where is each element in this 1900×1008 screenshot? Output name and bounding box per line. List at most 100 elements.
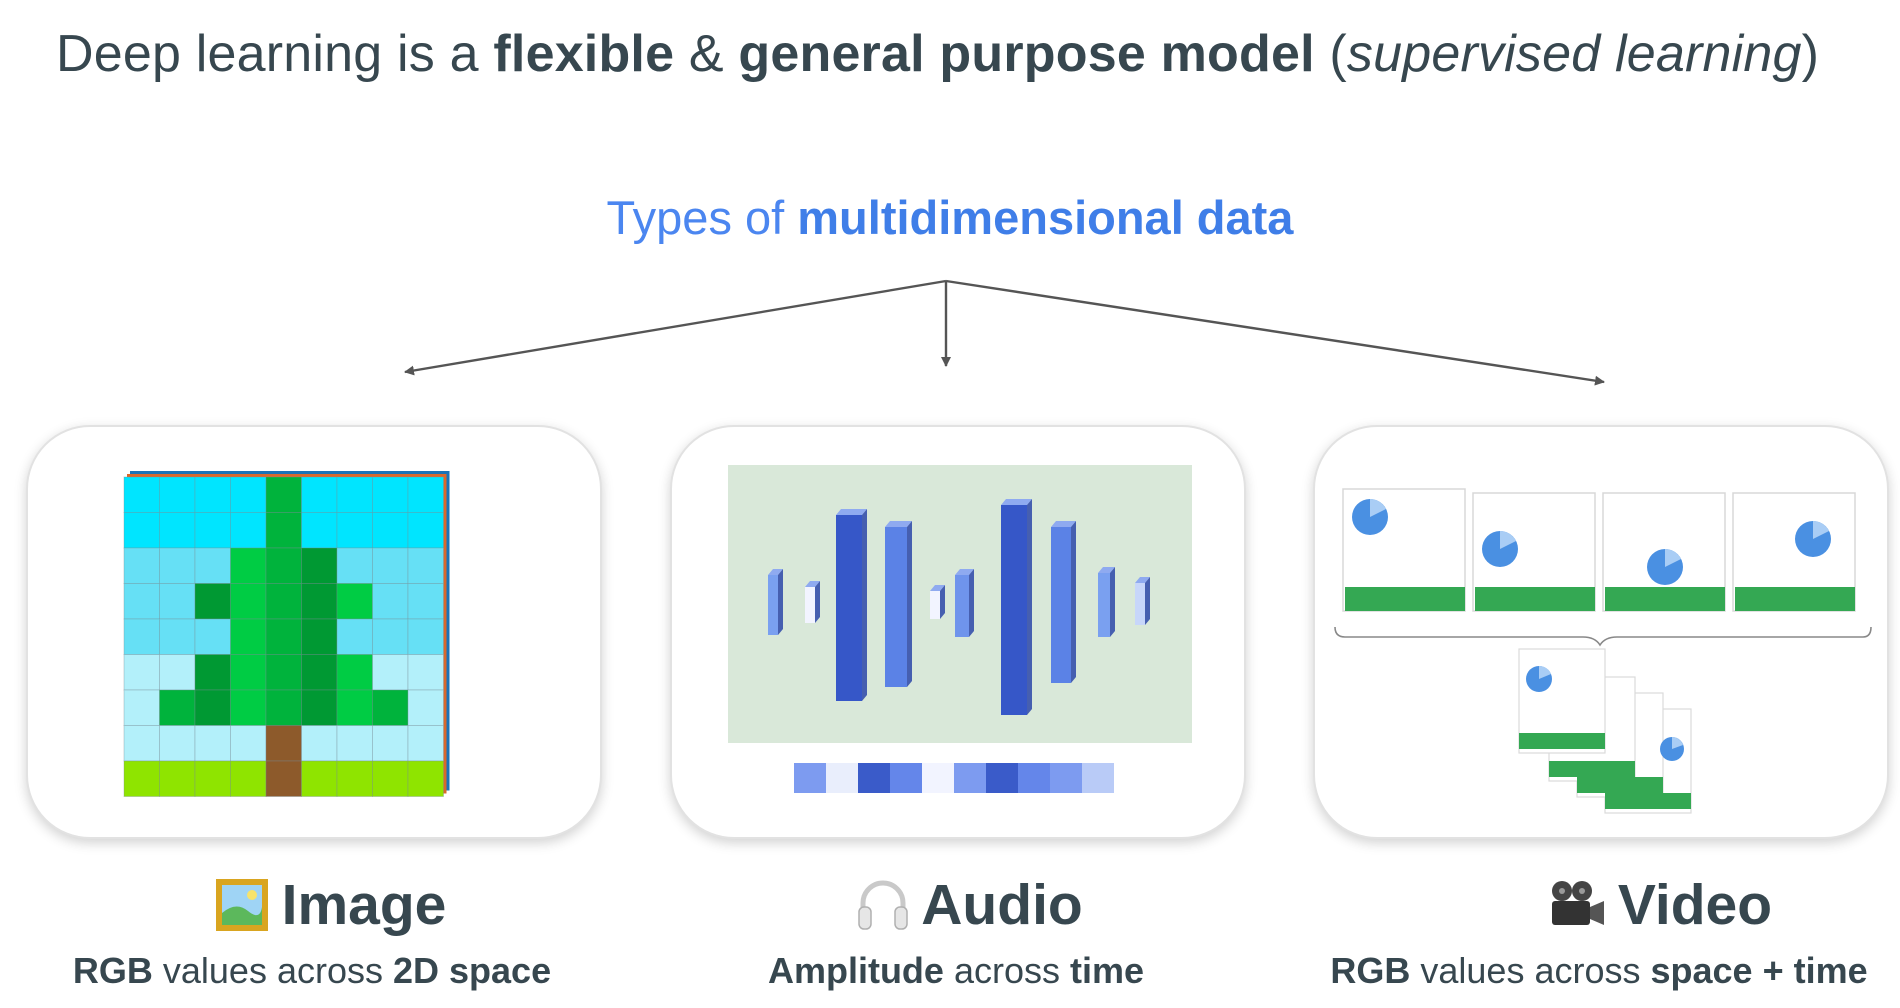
image-pixel	[230, 689, 267, 726]
image-pixel	[194, 547, 231, 584]
image-pixel	[372, 512, 409, 549]
movie-camera-icon	[1548, 877, 1606, 933]
title-text-3: (	[1314, 25, 1347, 83]
image-pixel	[301, 547, 338, 584]
video-label-text: Video	[1617, 873, 1773, 937]
image-pixel	[159, 654, 196, 691]
image-pixel	[336, 725, 373, 762]
audio-bar-top	[1051, 521, 1076, 527]
audio-strip-cell	[922, 763, 954, 793]
image-desc-text: values across	[152, 950, 393, 991]
video-card	[1313, 425, 1889, 839]
image-pixel	[123, 689, 160, 726]
image-pixel	[407, 689, 444, 726]
image-pixel	[336, 618, 373, 655]
audio-bar	[836, 515, 862, 701]
audio-card	[670, 425, 1246, 839]
video-ball-slice	[1500, 531, 1516, 549]
audio-bar-side	[778, 569, 783, 635]
image-pixel	[123, 512, 160, 549]
image-pixel	[265, 583, 302, 620]
image-pixel	[194, 689, 231, 726]
audio-bar-top	[955, 569, 974, 575]
video-description: RGB values across space + time	[1313, 946, 1885, 996]
audio-strip-cell	[954, 763, 986, 793]
image-pixel	[230, 618, 267, 655]
video-stack-ball-slice	[1539, 666, 1551, 679]
audio-strip-cell	[826, 763, 858, 793]
image-pixel	[265, 476, 302, 513]
image-pixel	[194, 476, 231, 513]
audio-bar-top	[1001, 499, 1032, 505]
audio-bar	[805, 587, 815, 623]
image-pixel	[372, 618, 409, 655]
image-pixel	[194, 512, 231, 549]
image-pixel	[194, 760, 231, 797]
audio-bar	[768, 575, 778, 635]
audio-description: Amplitude across time	[670, 946, 1242, 996]
image-pixel	[407, 760, 444, 797]
video-frame-ground	[1605, 587, 1725, 611]
video-stack-ground	[1549, 761, 1635, 777]
audio-label-text: Audio	[921, 873, 1083, 937]
image-pixel	[372, 476, 409, 513]
framed-picture-icon	[214, 877, 270, 933]
image-pixel	[123, 760, 160, 797]
audio-bar	[1001, 505, 1027, 715]
image-desc-bold-2: 2D space	[393, 950, 552, 991]
image-pixel	[123, 725, 160, 762]
title-text-2: &	[674, 25, 739, 83]
image-pixel	[265, 654, 302, 691]
image-pixel	[301, 654, 338, 691]
image-pixel	[372, 760, 409, 797]
image-pixel	[407, 547, 444, 584]
image-pixel	[123, 618, 160, 655]
audio-waveform-visual	[728, 465, 1192, 793]
image-pixel	[230, 725, 267, 762]
audio-bar-side	[862, 509, 867, 701]
image-pixel	[336, 583, 373, 620]
image-pixel	[301, 725, 338, 762]
image-pixel	[372, 689, 409, 726]
image-pixel	[265, 689, 302, 726]
image-pixel	[123, 654, 160, 691]
audio-label: Audio	[760, 870, 1180, 940]
image-pixel	[407, 476, 444, 513]
audio-strip-cell	[858, 763, 890, 793]
image-pixel	[159, 476, 196, 513]
image-pixel	[407, 654, 444, 691]
image-pixel	[372, 547, 409, 584]
image-pixel	[194, 725, 231, 762]
video-stack-ground	[1577, 777, 1663, 793]
image-pixel	[336, 760, 373, 797]
video-stack-ball-slice	[1672, 737, 1683, 749]
image-pixel	[230, 512, 267, 549]
image-pixel	[301, 512, 338, 549]
audio-strip-cell	[794, 763, 826, 793]
audio-bar-side	[1110, 567, 1115, 637]
page-title: Deep learning is a flexible & general pu…	[56, 24, 1819, 84]
image-pixel	[301, 689, 338, 726]
audio-desc-bold-2: time	[1070, 950, 1145, 991]
audio-bar-side	[1145, 577, 1150, 625]
image-pixel	[372, 654, 409, 691]
audio-bar	[1098, 573, 1110, 637]
image-pixel	[159, 689, 196, 726]
image-desc-bold-1: RGB	[72, 950, 153, 991]
image-pixel	[159, 583, 196, 620]
audio-strip-cell	[890, 763, 922, 793]
audio-bar-top	[885, 521, 912, 527]
audio-bar	[955, 575, 969, 637]
video-label: Video	[1450, 870, 1870, 940]
image-pixel	[301, 760, 338, 797]
image-card	[26, 425, 602, 839]
image-pixel	[336, 547, 373, 584]
audio-bar	[930, 591, 940, 619]
video-ball-slice	[1370, 499, 1386, 517]
video-desc-text: values across	[1410, 950, 1651, 991]
image-pixel	[123, 583, 160, 620]
image-pixel	[194, 654, 231, 691]
audio-desc-text: across	[943, 950, 1070, 991]
video-stack-ground	[1605, 793, 1691, 809]
